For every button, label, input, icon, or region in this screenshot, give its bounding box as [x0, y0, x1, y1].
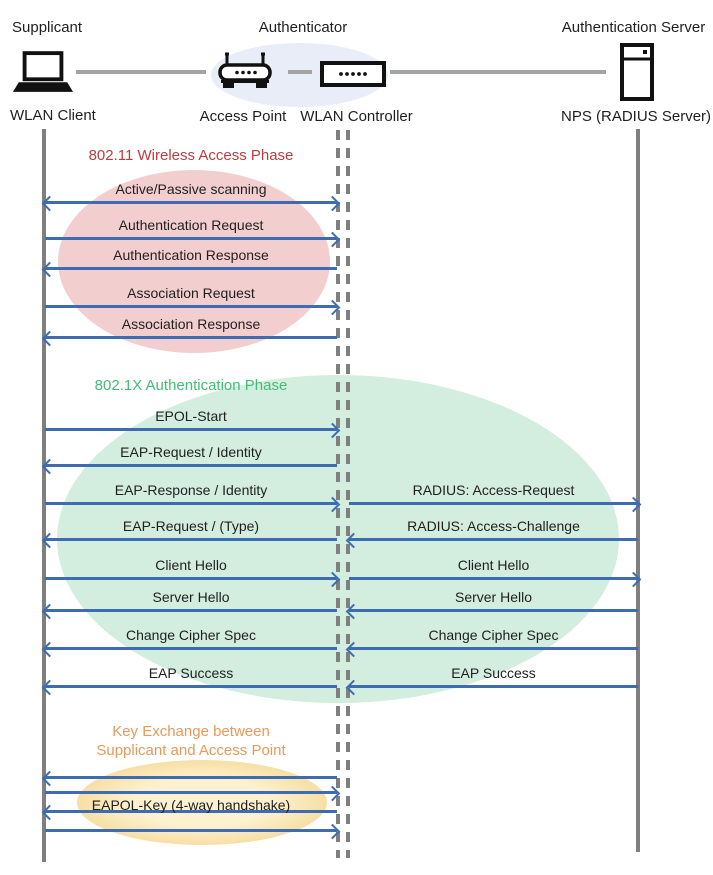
message-label-client-hello: Client Hello — [457, 557, 530, 573]
message-label-association-request: Association Request — [127, 285, 255, 301]
message-arrow-eap-request-type — [41, 532, 337, 548]
message-label-change-cipher-spec: Change Cipher Spec — [428, 627, 559, 643]
wlan-controller-icon — [320, 61, 386, 87]
phase-title-authentication: 802.1X Authentication Phase — [94, 377, 288, 394]
message-arrow-epol-start — [45, 422, 341, 438]
message-label-association-response: Association Response — [121, 316, 261, 332]
message-label-eapol-key-4-way-handshake: EAPOL-Key (4-way handshake) — [91, 797, 291, 813]
message-label-eap-success: EAP Success — [148, 665, 234, 681]
message-arrow-change-cipher-spec — [41, 641, 337, 657]
message-label-eap-response-identity: EAP-Response / Identity — [114, 482, 268, 498]
device-wlan-controller-label: WLAN Controller — [300, 108, 413, 125]
message-label-eap-request-type: EAP-Request / (Type) — [122, 518, 260, 534]
message-label-radius-access-request: RADIUS: Access-Request — [412, 482, 575, 498]
message-arrow-active-passive-scanning — [41, 195, 341, 211]
wlan-controller-lifeline-right — [346, 130, 350, 858]
device-wlan-client-label: WLAN Client — [10, 107, 96, 124]
device-nps-label: NPS (RADIUS Server) — [561, 108, 712, 125]
message-arrow-eap-response-identity — [45, 496, 341, 512]
wlan-client-lifeline — [42, 129, 46, 862]
wlan-controller-lifeline-left — [336, 130, 340, 858]
message-arrow-eapol-key-4-way-handshake — [41, 804, 337, 820]
message-label-eap-request-identity: EAP-Request / Identity — [120, 444, 262, 460]
client-to-ap-connector-line — [76, 70, 206, 74]
wireless-access-phase-ellipse — [58, 170, 330, 353]
message-label-client-hello: Client Hello — [155, 557, 227, 573]
message-label-server-hello: Server Hello — [152, 589, 230, 605]
phase-title-key-exchange-line1: Key Exchange between — [112, 723, 270, 740]
message-arrow-authentication-response — [41, 261, 337, 277]
message-arrow-eap-success — [345, 679, 638, 695]
message-arrow-radius-access-request — [349, 496, 642, 512]
message-arrow-unlabeled — [45, 823, 341, 839]
message-arrow-radius-access-challenge — [345, 532, 638, 548]
message-label-radius-access-challenge: RADIUS: Access-Challenge — [407, 518, 580, 534]
message-label-eap-success: EAP Success — [451, 665, 536, 681]
role-supplicant-label: Supplicant — [12, 19, 83, 36]
message-label-authentication-request: Authentication Request — [118, 217, 264, 233]
message-arrow-association-response — [41, 330, 337, 346]
message-arrow-client-hello — [45, 571, 341, 587]
phase-title-key-exchange-line2: Supplicant and Access Point — [96, 742, 286, 759]
message-label-active-passive-scanning: Active/Passive scanning — [115, 181, 267, 197]
access-point-icon — [218, 52, 272, 88]
nps-lifeline — [636, 129, 640, 852]
message-arrow-authentication-request — [45, 231, 341, 247]
server-icon — [620, 43, 654, 101]
role-authentication-server-label: Authentication Server — [561, 19, 706, 36]
message-arrow-client-hello — [349, 571, 642, 587]
message-arrow-eap-success — [41, 679, 337, 695]
controller-to-server-connector-line — [390, 70, 606, 74]
ap-to-controller-connector-line — [288, 70, 312, 74]
phase-title-wireless-access: 802.11 Wireless Access Phase — [88, 147, 294, 164]
laptop-icon — [12, 51, 74, 92]
phase-title-key-exchange: Key Exchange between Supplicant and Acce… — [45, 722, 337, 760]
message-label-change-cipher-spec: Change Cipher Spec — [126, 627, 256, 643]
message-arrow-server-hello — [41, 603, 337, 619]
device-access-point-label: Access Point — [199, 108, 287, 125]
message-arrow-unlabeled — [41, 770, 337, 786]
message-arrow-association-request — [45, 299, 341, 315]
message-label-server-hello: Server Hello — [454, 589, 533, 605]
role-authenticator-label: Authenticator — [258, 19, 348, 36]
message-arrow-change-cipher-spec — [345, 641, 638, 657]
message-label-authentication-response: Authentication Response — [113, 247, 269, 263]
message-arrow-server-hello — [345, 603, 638, 619]
message-arrow-eap-request-identity — [41, 458, 337, 474]
message-arrow-unlabeled — [45, 785, 341, 801]
message-label-epol-start: EPOL-Start — [155, 408, 227, 424]
